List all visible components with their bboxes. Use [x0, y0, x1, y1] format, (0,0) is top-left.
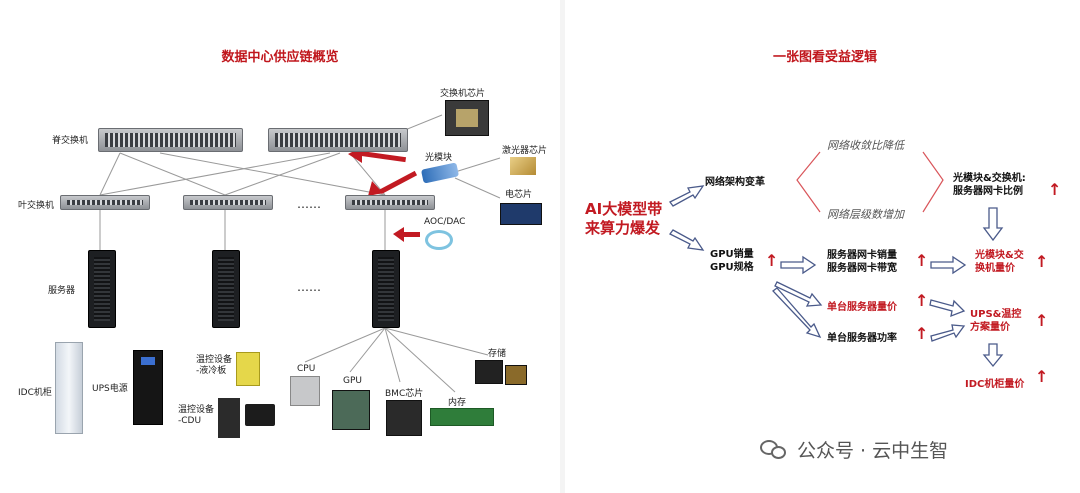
leaf-switch-2 [183, 195, 273, 210]
benefit-logic-panel: 一张图看受益逻辑 AI大模型带 来算力爆发 网络架构变革 [565, 0, 1080, 493]
leaf-label: 叶交换机 [18, 201, 55, 211]
idc-price-up-arrow: ↑ [1035, 367, 1049, 386]
idc-cabinet-icon [55, 342, 83, 434]
memory-icon [430, 408, 494, 426]
optical-switch-nic-ratio: 光模块&交换机: 服务器网卡比例 [953, 173, 1026, 197]
electrical-chip-icon [500, 203, 542, 225]
bmc-chip-icon [386, 400, 422, 436]
switch-chip-icon [445, 100, 489, 136]
server-power-up-arrow: ↑ [915, 324, 929, 343]
storage-icon-1 [475, 360, 503, 384]
ups-price-up-arrow: ↑ [1035, 311, 1049, 330]
laser-chip-icon [510, 157, 536, 175]
cooling-cdu-label: 温控设备 -CDU [178, 405, 215, 426]
wechat-icon [760, 438, 790, 462]
idc-cabinet-label: IDC机柜 [18, 388, 52, 398]
aoc-dac-label: AOC/DAC [424, 217, 466, 227]
spine-switch-2 [268, 128, 408, 152]
cdu-box-icon [245, 404, 275, 426]
rack-ellipsis: …… [297, 280, 321, 294]
gpu-up-arrow: ↑ [765, 251, 779, 270]
server-rack-2 [212, 250, 240, 328]
cooling-plate-icon [236, 352, 260, 386]
optical-price-up-arrow: ↑ [1035, 252, 1049, 271]
account-name: 公众号 · 云中生智 [797, 440, 949, 462]
laser-chip-label: 激光器芯片 [502, 146, 548, 156]
right-title: 一张图看受益逻辑 [772, 50, 877, 65]
spine-switch-1 [98, 128, 243, 152]
bmc-label: BMC芯片 [385, 389, 424, 399]
server-rack-1 [88, 250, 116, 328]
ups-cooling-price: UPS&温控 方案量价 [970, 309, 1022, 333]
network-architecture-change: 网络架构变革 [705, 177, 765, 188]
cpu-label: CPU [297, 364, 316, 374]
server-nic-sales-bandwidth: 服务器网卡销量 服务器网卡带宽 [827, 250, 897, 274]
ups-label: UPS电源 [92, 384, 128, 394]
server-unit-price: 单台服务器量价 [827, 302, 897, 313]
server-unit-power: 单台服务器功率 [827, 333, 897, 344]
left-title: 数据中心供应链概览 [221, 50, 339, 65]
gpu-label: GPU [343, 376, 362, 386]
server-price-up-arrow: ↑ [915, 291, 929, 310]
idc-cabinet-price: IDC机柜量价 [965, 379, 1025, 390]
ups-icon [133, 350, 163, 425]
storage-label: 存储 [488, 349, 507, 359]
memory-label: 内存 [448, 398, 467, 408]
cdu-rack-icon [218, 398, 240, 438]
cpu-icon [290, 376, 320, 406]
logic-arrows [669, 151, 1004, 368]
server-label: 服务器 [48, 286, 76, 296]
nic-up-arrow: ↑ [915, 251, 929, 270]
leaf-ellipsis: …… [297, 197, 321, 211]
cable-icon [425, 230, 453, 250]
switch-chip-label: 交换机芯片 [440, 89, 486, 99]
gpu-sales-spec: GPU销量 GPU规格 [710, 249, 754, 273]
electrical-chip-label: 电芯片 [505, 190, 533, 200]
optical-switch-price: 光模块&交 换机量价 [975, 250, 1024, 274]
cooling-plate-label: 温控设备 -液冷板 [196, 355, 233, 376]
storage-icon-2 [505, 365, 527, 385]
spine-label: 脊交换机 [52, 136, 89, 146]
optical-module-label: 光模块 [425, 153, 453, 163]
leaf-switch-1 [60, 195, 150, 210]
gpu-icon [332, 390, 370, 430]
ratio-up-arrow: ↑ [1048, 180, 1062, 199]
server-rack-3 [372, 250, 400, 328]
supply-chain-panel: 数据中心供应链概览 [0, 0, 560, 493]
leaf-switch-3 [345, 195, 435, 210]
network-layers-increase: 网络层级数增加 [827, 208, 904, 221]
convergence-ratio-lower: 网络收敛比降低 [827, 139, 904, 152]
ai-demand-source: AI大模型带 来算力爆发 [585, 200, 663, 237]
connection-lines [99, 114, 501, 393]
